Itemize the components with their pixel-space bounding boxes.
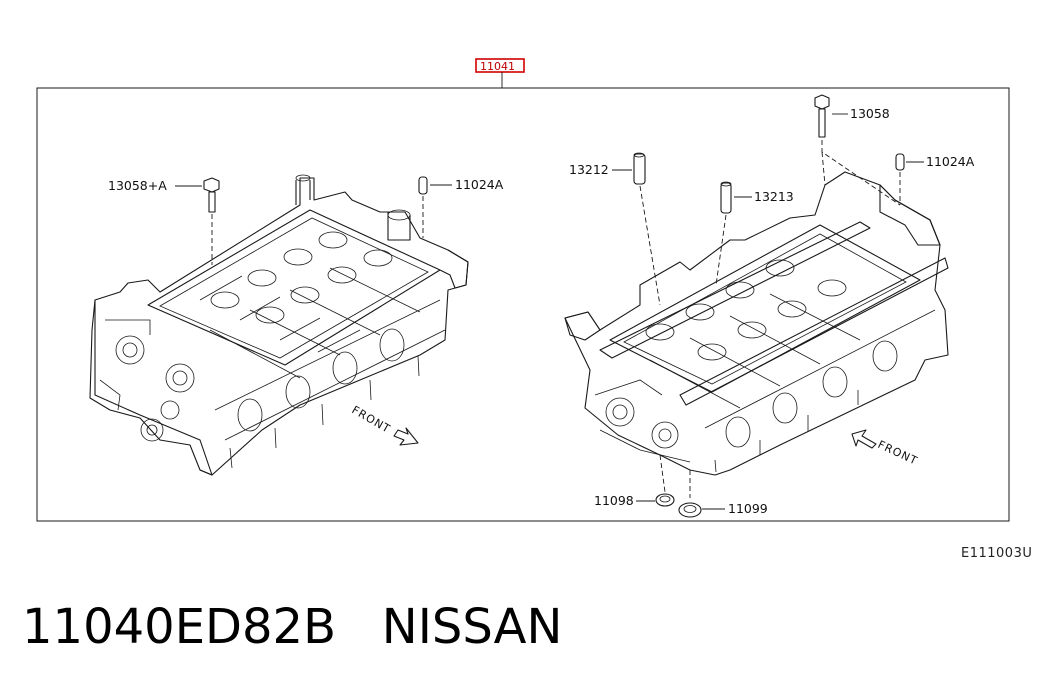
cylinder-head-left[interactable] [89,174,469,476]
bolt-13058-a[interactable] [203,177,220,213]
bolt-13058[interactable] [814,94,830,138]
cylinder-head-right[interactable] [564,171,949,476]
assembly-frame [36,87,1010,522]
callout-11098[interactable]: 11098 [594,493,634,508]
callout-13058[interactable]: 13058 [850,106,890,121]
dowel-11024a-left[interactable] [418,176,428,195]
front-direction-left: FRONT [350,403,419,446]
main-part-number[interactable]: 11041 [480,60,515,73]
bolt-right-dashed-path [821,140,901,206]
main-part-reference[interactable]: 11041 [475,58,525,73]
seal-11099[interactable] [678,502,702,518]
footer-title: 11040ED82B NISSAN [22,597,562,657]
callout-13212[interactable]: 13212 [569,162,609,177]
pin-13213-dashed-path [715,214,727,286]
seal-11098[interactable] [655,493,675,507]
front-label-right: FRONT [876,438,920,468]
seal-11098-dashed-path [659,454,666,493]
pin-13212-dashed-path [639,185,661,306]
callout-11024a-left[interactable]: 11024A [455,177,504,192]
front-direction-right: FRONT [851,429,920,468]
callout-13058-a[interactable]: 13058+A [108,178,167,193]
pin-13212[interactable] [633,152,646,185]
callout-11099[interactable]: 11099 [728,501,768,516]
brand-name: NISSAN [381,599,563,655]
front-label-left: FRONT [350,403,393,436]
part-number: 11040ED82B [22,599,336,655]
callout-11024a-right[interactable]: 11024A [926,154,975,169]
diagram-code: E111003U [961,546,1032,561]
pin-13213[interactable] [720,181,732,214]
callout-13213[interactable]: 13213 [754,189,794,204]
dowel-11024a-right[interactable] [895,153,905,171]
